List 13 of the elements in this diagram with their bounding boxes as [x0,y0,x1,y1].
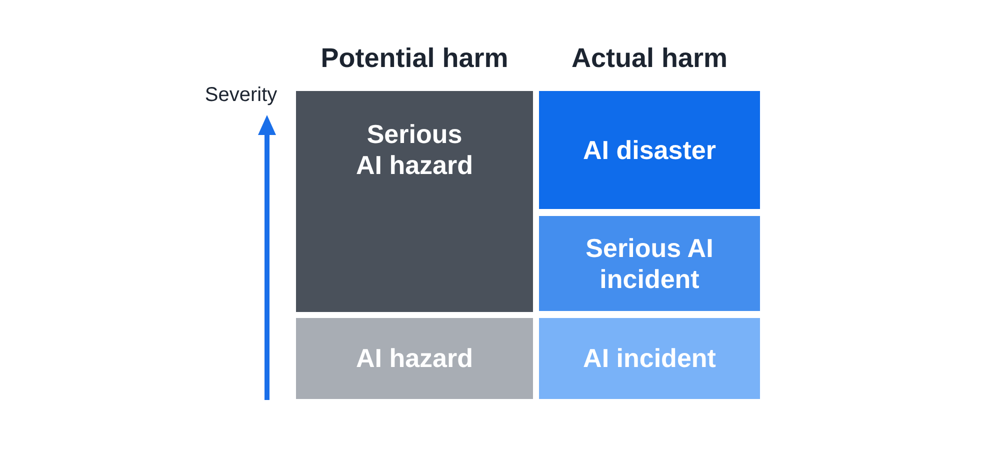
category-label: AI hazard [356,343,474,374]
column-heading: Actual harm [570,43,729,74]
category-box [296,318,533,399]
category-label: AI disaster [583,134,716,166]
axis-label: Severity [204,84,278,107]
category-label: Serious AI incident [584,232,714,294]
category-box [539,216,760,311]
column-heading: Potential harm [320,43,510,74]
category-box [539,318,760,399]
category-box [296,91,533,312]
category-box [539,91,760,209]
category-label: Serious AI hazard [354,119,474,181]
category-label: AI incident [583,343,716,374]
